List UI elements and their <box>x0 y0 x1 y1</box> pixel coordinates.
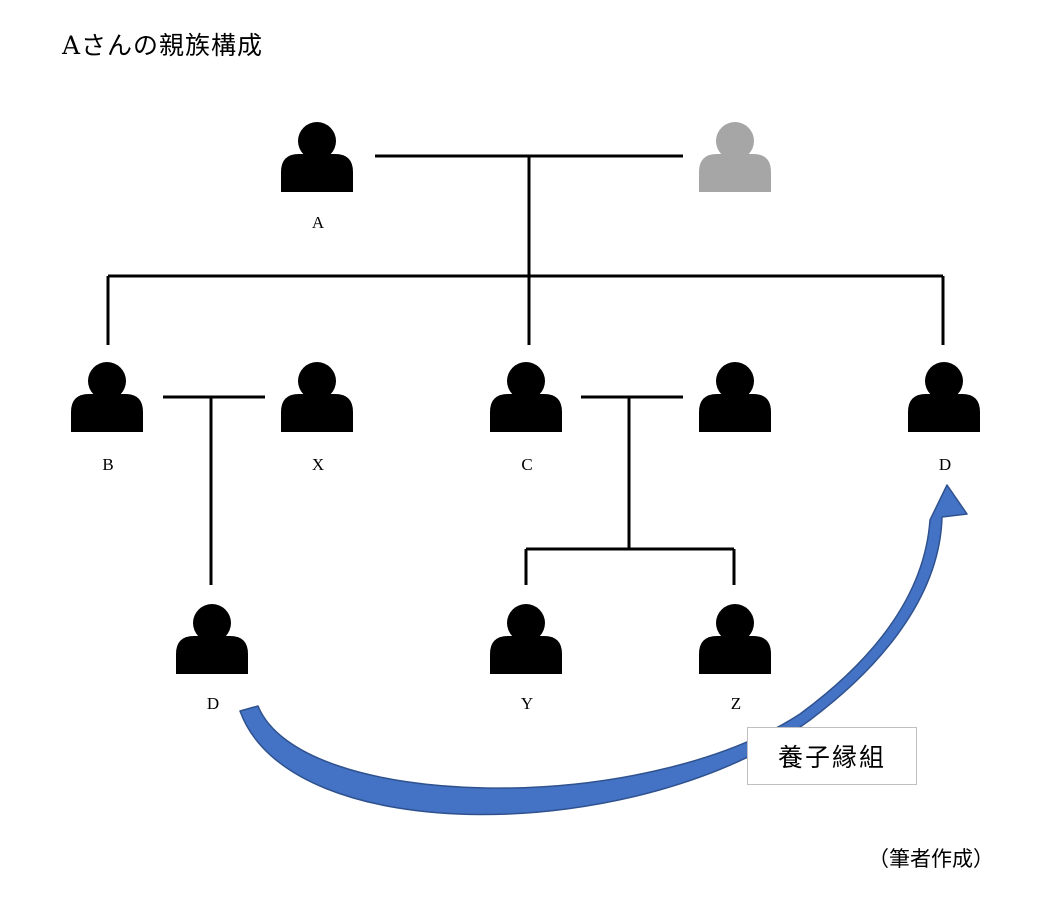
person-a-spouse-icon <box>699 122 771 192</box>
adoption-label-box: 養子縁組 <box>747 727 917 785</box>
person-z-icon <box>699 604 771 674</box>
label-x: X <box>311 455 325 474</box>
label-y: Y <box>520 694 534 713</box>
label-b: B <box>102 455 114 474</box>
person-d-child-icon <box>176 604 248 674</box>
person-d-top-icon <box>908 362 980 432</box>
person-b-icon <box>71 362 143 432</box>
page-title: Aさんの親族構成 <box>62 31 264 60</box>
person-a-icon <box>281 122 353 192</box>
source-caption: （筆者作成） <box>868 847 994 871</box>
adoption-label: 養子縁組 <box>777 743 886 772</box>
connector-lines <box>106 154 945 585</box>
label-z: Z <box>730 694 742 713</box>
label-a: A <box>311 213 325 232</box>
person-c-icon <box>490 362 562 432</box>
label-d-top: D <box>938 455 952 474</box>
label-d-child: D <box>206 694 220 713</box>
person-y-icon <box>490 604 562 674</box>
label-c: C <box>521 455 533 474</box>
person-c-spouse-icon <box>699 362 771 432</box>
person-x-icon <box>281 362 353 432</box>
